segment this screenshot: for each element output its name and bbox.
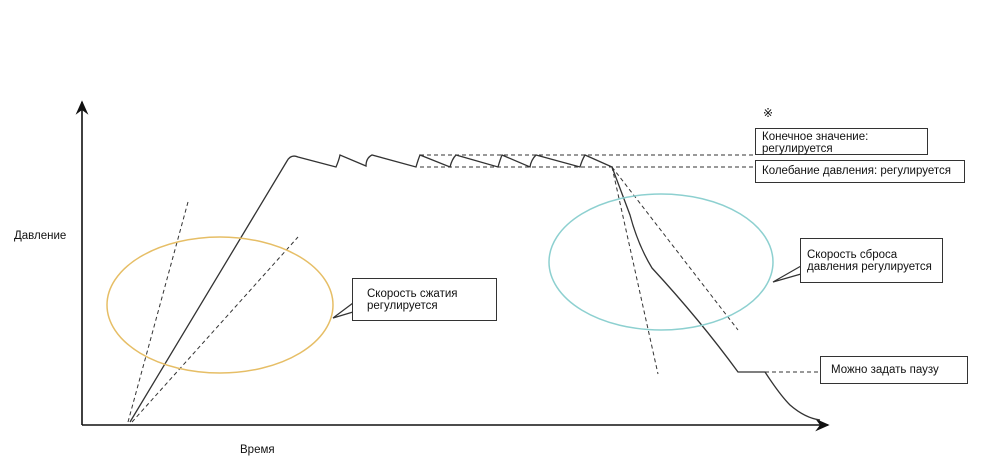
x-axis-label: Время [240, 444, 275, 456]
fluctuation-callout: Колебание давления: регулируется [755, 160, 965, 183]
final-value-callout: Конечное значение: регулируется [755, 128, 928, 155]
pause-callout: Можно задать паузу [820, 356, 968, 384]
compression-ellipse [106, 236, 334, 374]
fast-compression-dashed [127, 201, 189, 423]
release-ellipse [548, 193, 774, 331]
compression-speed-callout: Скорость сжатия регулируется [352, 278, 497, 321]
release-callout-pointer [772, 265, 802, 283]
note-mark: ※ [763, 106, 774, 120]
y-axis-label: Давление [14, 230, 67, 242]
pressure-curve [129, 154, 821, 423]
compression-callout-pointer [332, 302, 354, 319]
release-speed-callout: Скорость сброса давления регулируется [800, 238, 943, 283]
slow-release-dashed [611, 166, 739, 331]
slow-compression-dashed [131, 236, 299, 423]
fast-release-dashed [611, 166, 659, 375]
